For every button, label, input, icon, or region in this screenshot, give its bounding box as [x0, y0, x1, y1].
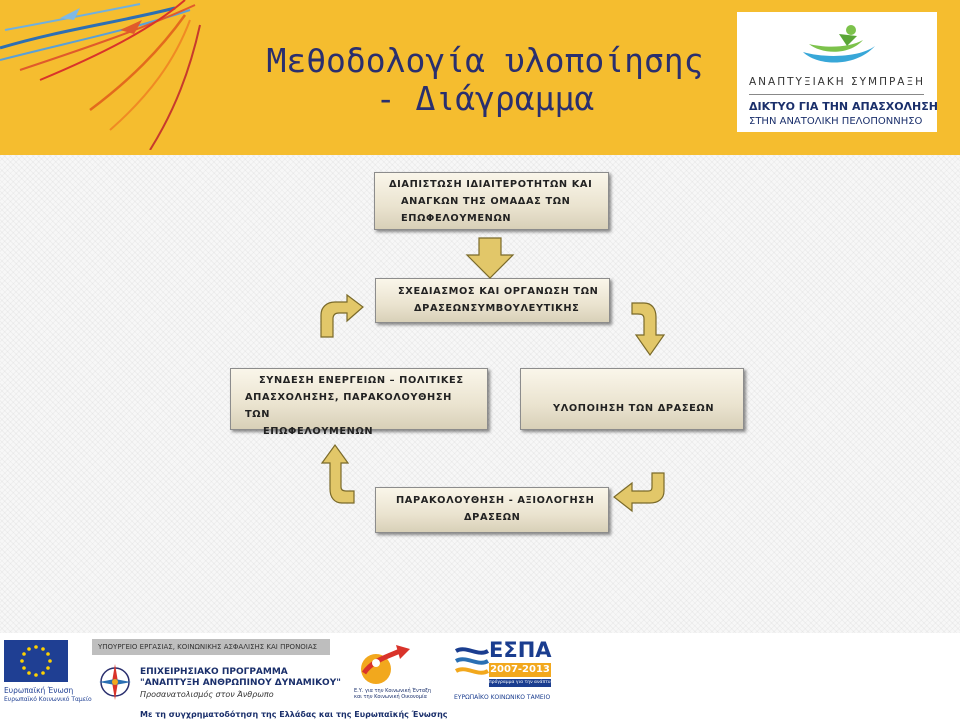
- logo-text-partnership: ΑΝΑΠΤΥΞΙΑΚΗ ΣΥΜΠΡΑΞΗ: [749, 76, 926, 88]
- box-needs-line-1: ΔΙΑΠΙΣΤΩΣΗ ΙΔΙΑΙΤΕΡΟΤΗΤΩΝ ΚΑΙ: [389, 179, 593, 190]
- partnership-logo: ΑΝΑΠΤΥΞΙΑΚΗ ΣΥΜΠΡΑΞΗ ΔΙΚΤΥΟ ΓΙΑ ΤΗΝ ΑΠΑΣ…: [737, 12, 938, 132]
- title-line-1: Μεθοδολογία υλοποίησης: [266, 41, 704, 80]
- footer-logos: Ευρωπαϊκή Ένωση Ευρωπαϊκό Κοινωνικό Ταμε…: [0, 633, 960, 720]
- cofinancing-note: Με τη συγχρηματοδότηση της Ελλάδας και τ…: [140, 710, 448, 719]
- espa-subtitle: πρόγραμμα για την ανάπτυξη: [489, 679, 556, 687]
- arrow-curved-right-down-icon: [631, 302, 666, 357]
- box-monitoring-line-2: ΔΡΑΣΕΩΝ: [464, 512, 521, 523]
- eu-caption: Ευρωπαϊκή Ένωση: [4, 686, 74, 695]
- social-inclusion-logo-icon: [361, 645, 410, 684]
- box-linking-line-2: ΑΠΑΣΧΟΛΗΣΗΣ, ΠΑΡΑΚΟΛΟΥΘΗΣΗ ΤΩΝ: [245, 392, 452, 420]
- box-needs-line-3: ΕΠΩΦΕΛΟΥΜΕΝΩΝ: [401, 213, 512, 224]
- eu-flag-icon: [4, 640, 68, 682]
- logo-text-region: ΣΤΗΝ ΑΝΑΤΟΛΙΚΗ ΠΕΛΟΠΟΝΝΗΣΟ: [749, 116, 923, 127]
- programme-tagline: Προσανατολισμός στον Άνθρωπο: [140, 690, 274, 699]
- box-monitoring-evaluation: ΠΑΡΑΚΟΛΟΥΘΗΣΗ - ΑΞΙΟΛΟΓΗΣΗ ΔΡΑΣΕΩΝ: [375, 487, 609, 533]
- box-implementation-line-1: ΥΛΟΠΟΙΗΣΗ ΤΩΝ ΔΡΑΣΕΩΝ: [553, 403, 715, 414]
- logo-text-network: ΔΙΚΤΥΟ ΓΙΑ ΤΗΝ ΑΠΑΣΧΟΛΗΣΗ: [749, 100, 938, 113]
- box-design-line-1: ΣΧΕΔΙΑΣΜΟΣ ΚΑΙ ΟΡΓΑΝΩΣΗ ΤΩΝ: [398, 286, 599, 297]
- box-design-organization: ΣΧΕΔΙΑΣΜΟΣ ΚΑΙ ΟΡΓΑΝΩΣΗ ΤΩΝ ΔΡΑΣΕΩΝΣΥΜΒΟ…: [375, 278, 610, 323]
- methodology-diagram: ΔΙΑΠΙΣΤΩΣΗ ΙΔΙΑΙΤΕΡΟΤΗΤΩΝ ΚΑΙ ΑΝΑΓΚΩΝ ΤΗ…: [0, 155, 960, 633]
- ministry-banner: ΥΠΟΥΡΓΕΙΟ ΕΡΓΑΣΙΑΣ, ΚΟΙΝΩΝΙΚΗΣ ΑΣΦΑΛΙΣΗΣ…: [92, 639, 330, 655]
- box-monitoring-line-1: ΠΑΡΑΚΟΛΟΥΘΗΣΗ - ΑΞΙΟΛΟΓΗΣΗ: [396, 495, 595, 506]
- title-line-2: - Διάγραμμα: [375, 79, 595, 118]
- espa-years-badge: 2007-2013: [489, 663, 551, 677]
- swoosh-arrows-graphic: [0, 0, 201, 150]
- box-linking-policies: ΣΥΝΔΕΣΗ ΕΝΕΡΓΕΙΩΝ – ΠΟΛΙΤΙΚΕΣ ΑΠΑΣΧΟΛΗΣΗ…: [230, 368, 488, 437]
- arrow-curved-up-left-icon: [320, 443, 355, 504]
- programme-title-line-2: "ΑΝΑΠΤΥΞΗ ΑΝΘΡΩΠΙΝΟΥ ΔΥΝΑΜΙΚΟΥ": [140, 678, 341, 688]
- box-needs-line-2: ΑΝΑΓΚΩΝ ΤΗΣ ΟΜΑΔΑΣ ΤΩΝ: [401, 196, 571, 207]
- box-linking-line-1: ΣΥΝΔΕΣΗ ΕΝΕΡΓΕΙΩΝ – ΠΟΛΙΤΙΚΕΣ: [259, 375, 464, 386]
- header-band: Μεθοδολογία υλοποίησης - Διάγραμμα ΑΝΑΠΤ…: [0, 0, 960, 155]
- box-design-line-2: ΔΡΑΣΕΩΝΣΥΜΒΟΥΛΕΥΤΙΚΗΣ: [414, 303, 580, 314]
- espa-wordmark: ΕΣΠΑ: [489, 638, 552, 662]
- box-linking-line-3: ΕΠΩΦΕΛΟΥΜΕΝΩΝ: [263, 426, 374, 437]
- compass-star-icon: [99, 664, 131, 700]
- page-title: Μεθοδολογία υλοποίησης - Διάγραμμα: [260, 42, 710, 118]
- logo-divider: [749, 94, 924, 95]
- box-implementation: ΥΛΟΠΟΙΗΣΗ ΤΩΝ ΔΡΑΣΕΩΝ: [520, 368, 744, 430]
- programme-title-line-1: ΕΠΙΧΕΙΡΗΣΙΑΚΟ ΠΡΟΓΡΑΜΜΑ: [140, 667, 288, 677]
- esf-small-caption: Ευρωπαϊκό Κοινωνικό Ταμείο: [4, 696, 92, 703]
- espa-waves-icon: [454, 647, 490, 675]
- arrow-curved-up-right-icon: [320, 293, 364, 338]
- arrow-down-icon: [465, 237, 515, 279]
- arrow-curved-down-left-icon: [613, 472, 665, 513]
- ey-caption-line-1: Ε.Υ. για την Κοινωνική Ένταξη: [354, 688, 432, 694]
- ey-caption-line-2: και την Κοινωνική Οικονομία: [354, 694, 427, 700]
- esf-caption: ΕΥΡΩΠΑΪΚΟ ΚΟΙΝΩΝΙΚΟ ΤΑΜΕΙΟ: [454, 694, 551, 701]
- box-needs-assessment: ΔΙΑΠΙΣΤΩΣΗ ΙΔΙΑΙΤΕΡΟΤΗΤΩΝ ΚΑΙ ΑΝΑΓΚΩΝ ΤΗ…: [374, 172, 609, 230]
- hands-figure-icon: [803, 25, 875, 63]
